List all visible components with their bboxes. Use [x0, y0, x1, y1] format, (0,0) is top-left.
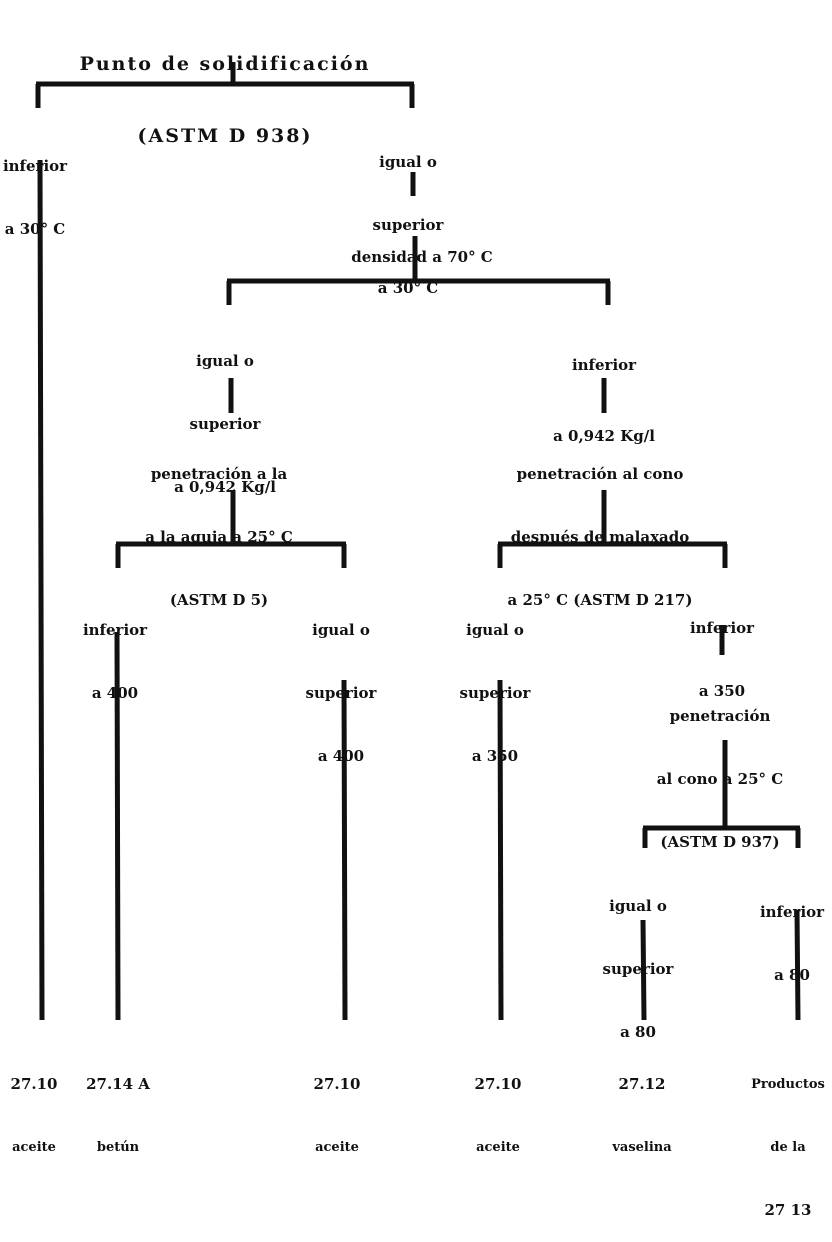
node-line: igual o [609, 897, 667, 915]
leaf-27-12-vaselina: 27.12 vaselina [612, 1032, 671, 1179]
leaf-name: vaselina [612, 1140, 672, 1155]
leaf-27-10-aceite-1: 27.10 aceite [11, 1032, 58, 1179]
connector-lines [35, 62, 801, 1021]
node-igual-superior-30: igual o superior a 30° C [373, 110, 444, 320]
node-line: a 30° C [377, 279, 439, 297]
node-line: igual o [466, 621, 524, 639]
leaf-code: 27.12 [618, 1075, 666, 1093]
leaf-name: aceite [476, 1140, 520, 1155]
node-line: superior [189, 415, 261, 433]
node-line: inferior [2, 157, 68, 175]
node-line: a 80 [620, 1023, 656, 1041]
node-line: a 25° C (ASTM D 217) [507, 591, 693, 609]
node-penetracion-cono-malaxado: penetración al cono después de malaxado … [508, 422, 693, 632]
leaf-code: 27.10 [313, 1075, 361, 1093]
node-line: igual o [196, 352, 254, 370]
node-penetracion-cono: penetración al cono a 25° C (ASTM D 937) [657, 664, 783, 874]
node-densidad: densidad a 70° C [351, 205, 492, 289]
leaf-productos-27-13: Productos de la 27 13 [751, 1032, 825, 1242]
node-inferior-80: inferior a 80 [760, 860, 824, 1007]
leaf-code: Productos [751, 1077, 825, 1092]
node-line: a 0,942 Kg/l [553, 427, 655, 445]
title-line-2: (ASTM D 938) [137, 125, 313, 147]
node-line: inferior [82, 621, 148, 639]
node-line: al cono a 25° C [656, 770, 784, 788]
title-line-1: Punto de solidificación [79, 53, 371, 75]
node-inferior-400: inferior a 400 [83, 578, 147, 725]
node-line: superior [305, 684, 377, 702]
node-line: a 350 [698, 682, 746, 700]
root-title: Punto de solidificación (ASTM D 938) [80, 4, 371, 172]
leaf-27-10-aceite-2: 27.10 aceite [314, 1032, 361, 1179]
node-line: a la aguja a 25° C [145, 528, 293, 546]
node-line: inferior [759, 903, 825, 921]
node-line: a 30° C [4, 220, 66, 238]
leaf-name: aceite [12, 1140, 56, 1155]
node-line: superior [459, 684, 531, 702]
leaf-name: aceite [315, 1140, 359, 1155]
node-line: (ASTM D 5) [169, 591, 269, 609]
connector-line [794, 909, 801, 1021]
node-igual-superior-80: igual o superior a 80 [603, 854, 674, 1064]
leaf-name: de la [770, 1140, 806, 1155]
leaf-extra: 27 13 [764, 1201, 812, 1219]
node-line: igual o [379, 153, 437, 171]
node-line: a 400 [91, 684, 139, 702]
node-line: superior [372, 216, 444, 234]
connector-line [341, 679, 348, 1021]
node-line: penetración al cono [516, 465, 684, 483]
connector-line [497, 679, 504, 1021]
node-penetracion-aguja: penetración a la a la aguja a 25° C (AST… [145, 422, 293, 632]
connector-line [37, 159, 45, 1021]
node-line: a 350 [471, 747, 519, 765]
connector-line [114, 631, 121, 1021]
leaf-code: 27.10 [10, 1075, 58, 1093]
node-line: penetración a la [150, 465, 288, 483]
node-inferior-350: inferior a 350 [690, 576, 754, 723]
node-line: inferior [571, 356, 637, 374]
node-line: (ASTM D 937) [660, 833, 780, 851]
node-line: a 80 [774, 966, 810, 984]
node-igual-superior-0942: igual o superior a 0,942 Kg/l [174, 309, 276, 519]
node-line: a 400 [317, 747, 365, 765]
leaf-27-10-aceite-3: 27.10 aceite [475, 1032, 522, 1179]
node-line: inferior [689, 619, 755, 637]
connector-line [640, 919, 647, 1021]
leaf-code: 27.10 [474, 1075, 522, 1093]
node-line: densidad a 70° C [351, 248, 493, 266]
node-igual-superior-350: igual o superior a 350 [460, 578, 531, 788]
node-line: después de malaxado [510, 528, 690, 546]
node-inferior-30: inferior a 30° C [3, 114, 67, 261]
node-line: a 0,942 Kg/l [174, 478, 276, 496]
node-line: penetración [669, 707, 771, 725]
leaf-name: betún [96, 1140, 140, 1155]
node-inferior-0942: inferior a 0,942 Kg/l [553, 313, 655, 468]
leaf-27-14-betun: 27.14 A betún [86, 1032, 150, 1179]
leaf-code: 27.14 A [86, 1075, 150, 1093]
node-line: igual o [312, 621, 370, 639]
node-igual-superior-400: igual o superior a 400 [306, 578, 377, 788]
node-line: superior [602, 960, 674, 978]
